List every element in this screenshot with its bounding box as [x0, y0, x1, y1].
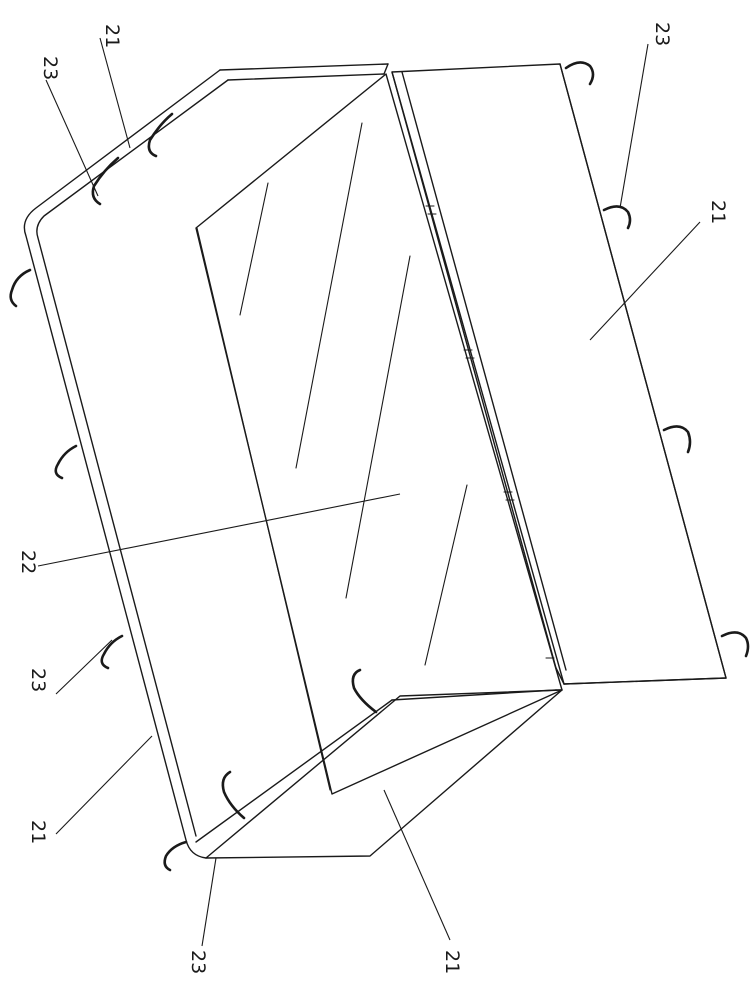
label-21-right-panel: 21	[707, 200, 729, 224]
label-22-glass: 22	[17, 550, 39, 574]
hook-right-2	[604, 206, 630, 228]
hook-left-4	[165, 842, 186, 870]
hook-left-1	[11, 270, 30, 306]
label-23-top-left: 23	[39, 56, 61, 80]
label-21-bottom: 21	[441, 950, 463, 974]
label-21-top-left: 21	[101, 24, 123, 48]
left-side-panel	[24, 64, 388, 858]
hook-right-4	[722, 632, 748, 656]
hooks	[11, 62, 748, 870]
hook-right-3	[664, 426, 690, 452]
leader-lines	[38, 38, 700, 946]
hook-front-1	[353, 670, 376, 712]
reference-labels: 21 23 23 21 22 23 21 23 21	[17, 22, 729, 974]
hook-right-1	[566, 62, 593, 84]
label-23-bottom: 23	[187, 950, 209, 974]
hook-left-2	[56, 446, 76, 478]
glass-panel	[196, 74, 562, 794]
label-21-left: 21	[27, 820, 49, 844]
label-23-left: 23	[27, 668, 49, 692]
label-23-top-right: 23	[651, 22, 673, 46]
hook-front-2	[223, 772, 244, 818]
